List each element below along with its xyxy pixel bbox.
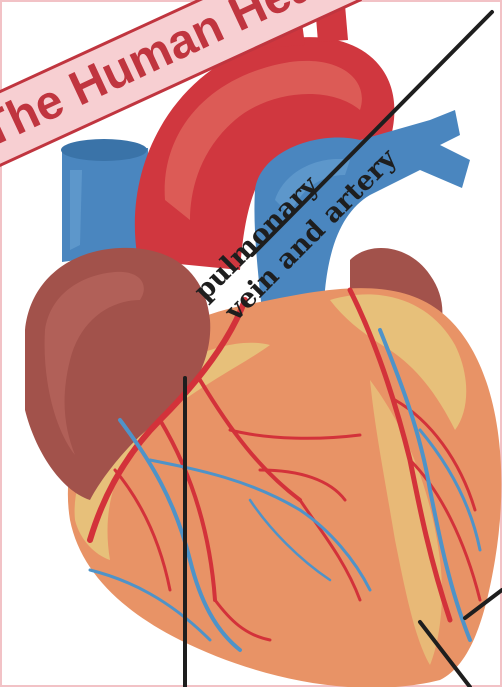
heart-illustration: The Human Heart pulmonary vein and arter… xyxy=(0,0,502,687)
diagram-canvas: The Human Heart pulmonary vein and arter… xyxy=(0,0,502,687)
